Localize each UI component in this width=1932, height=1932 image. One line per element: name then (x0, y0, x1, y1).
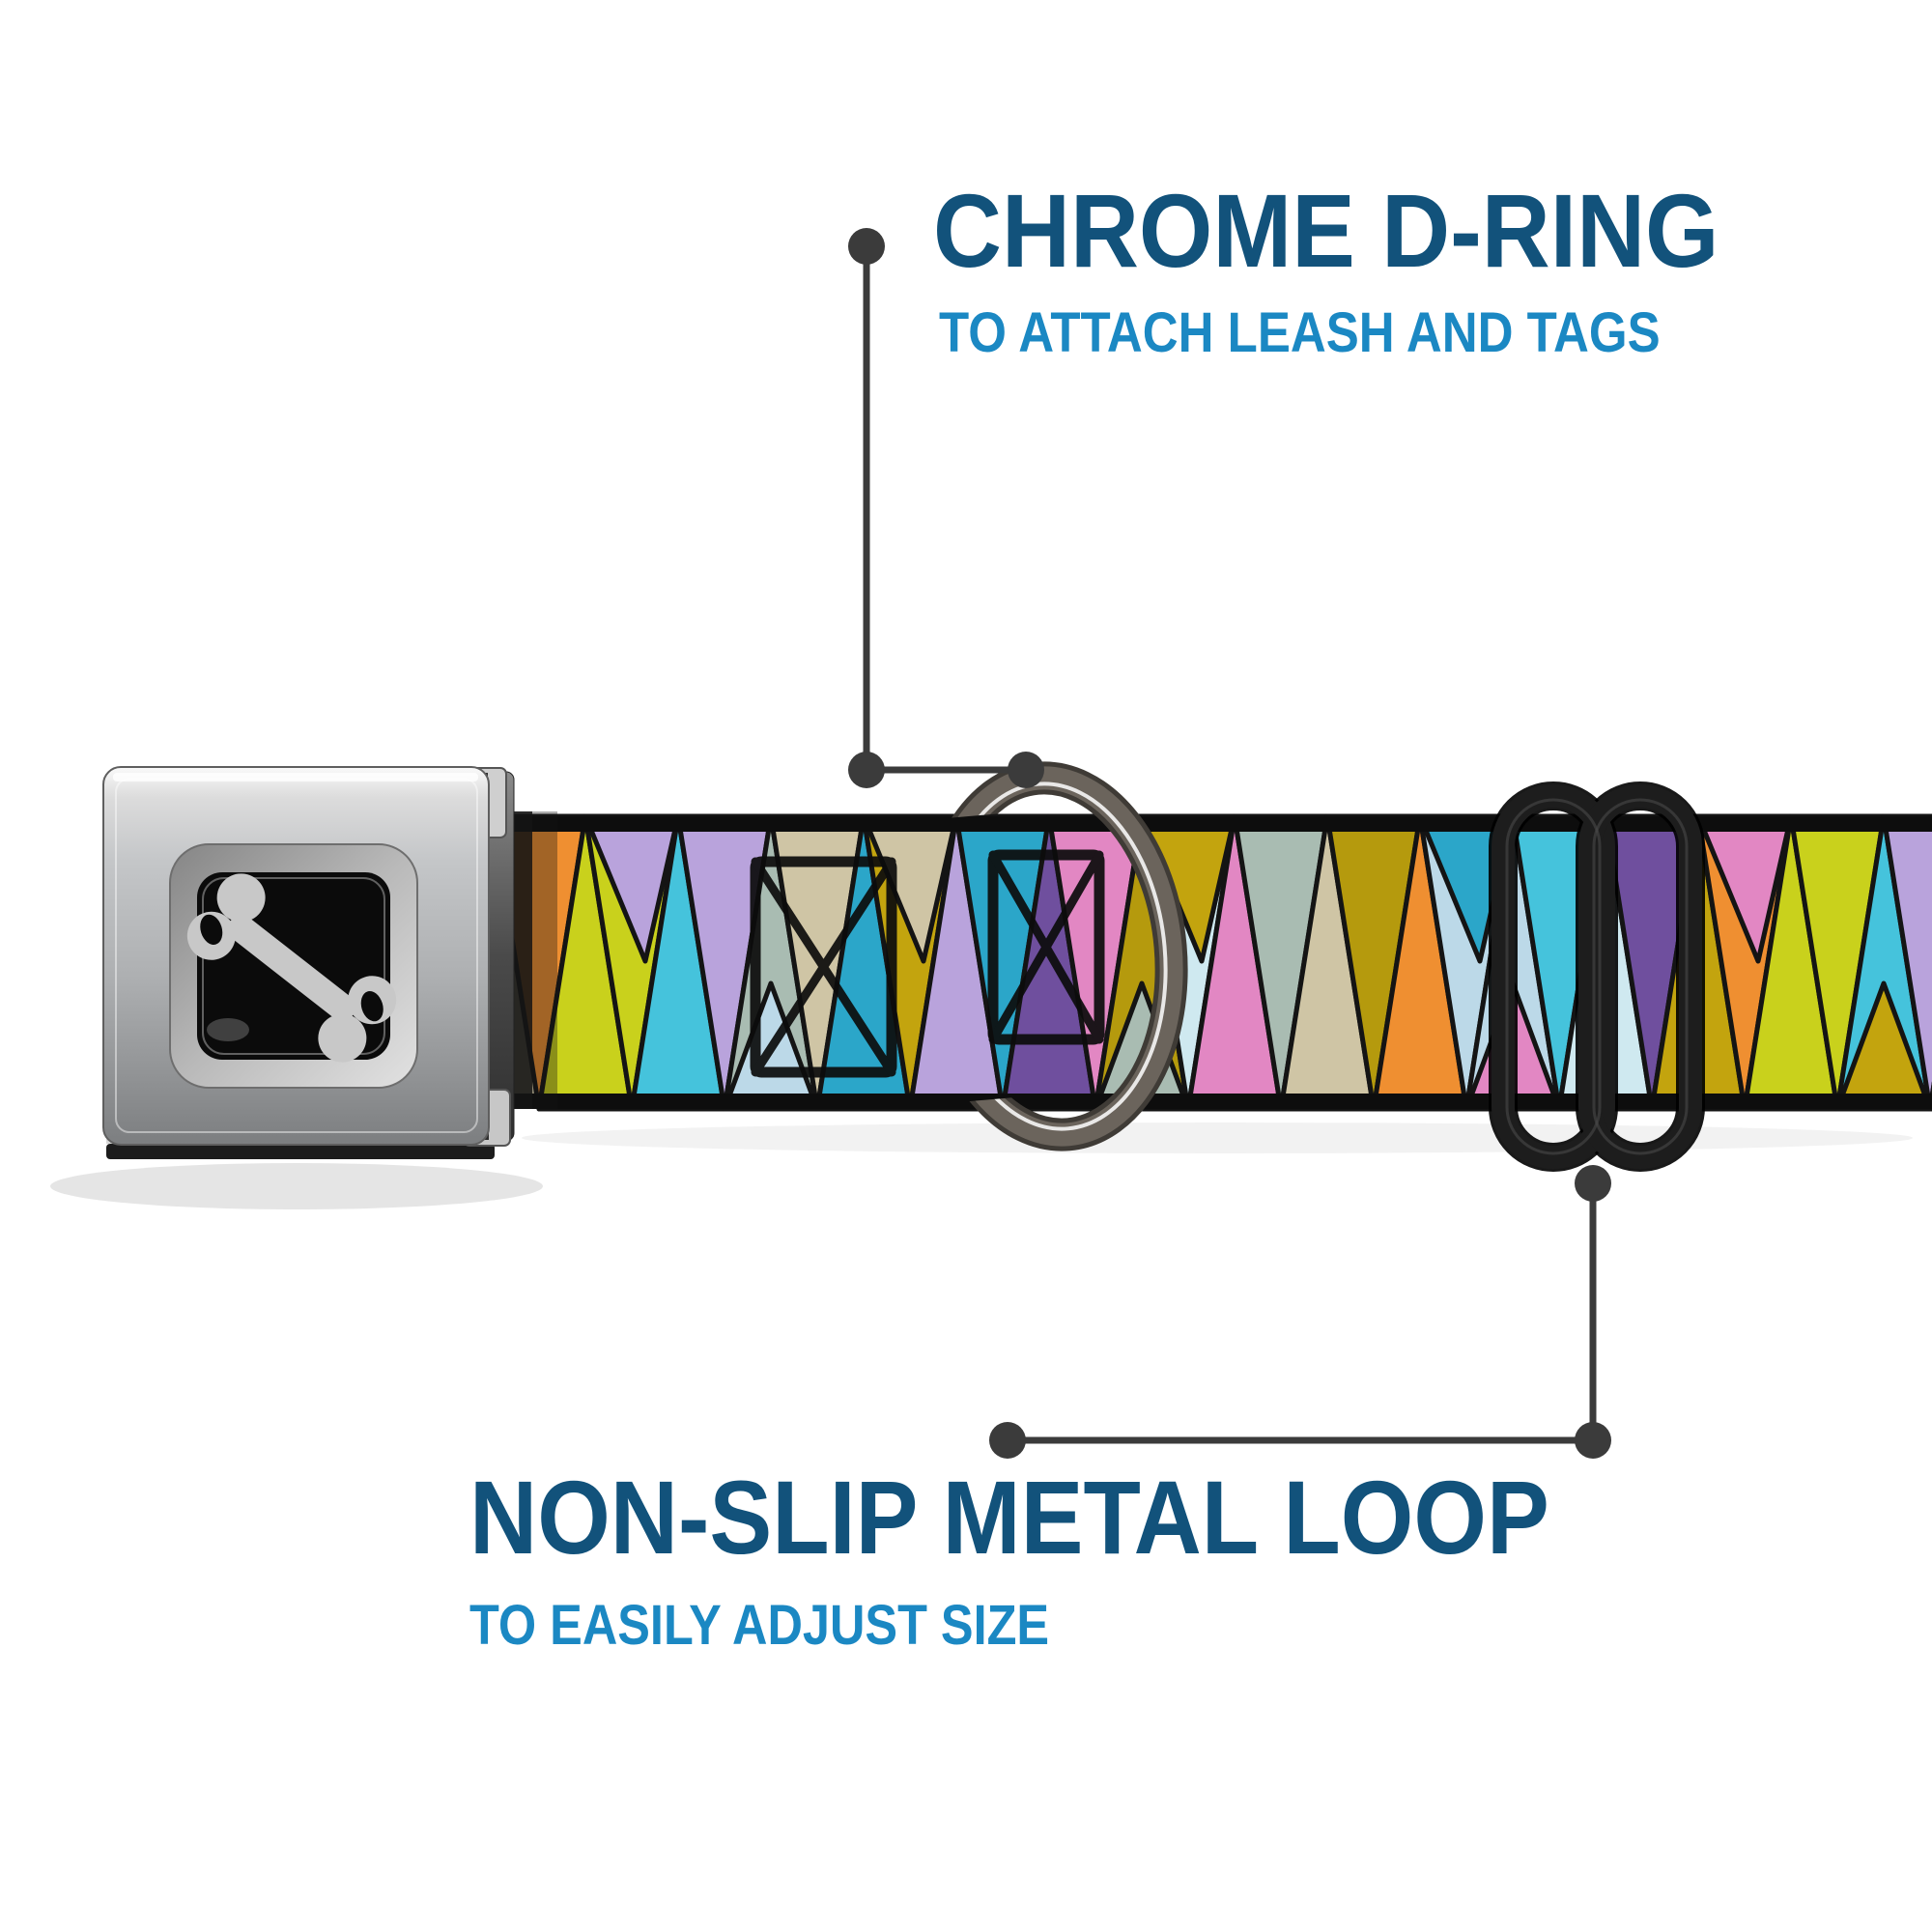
callout-dot (1575, 1422, 1611, 1459)
seatbelt-buckle (102, 766, 515, 1159)
top-callout-subtitle: TO ATTACH LEASH AND TAGS (939, 301, 1661, 364)
callout-top-connector (848, 228, 1044, 788)
callout-bottom-connector (989, 1165, 1611, 1459)
buckle-shadow (50, 1163, 543, 1209)
bone-icon (186, 873, 397, 1063)
belt-shadow (522, 1122, 1913, 1153)
callout-dot (848, 752, 885, 788)
belt-bottom-edge (493, 1094, 1932, 1109)
callout-dot (1008, 752, 1044, 788)
belt-strap (490, 811, 1932, 1112)
belt-mosaic-pattern (490, 813, 1932, 1112)
metal-loop-slider (1489, 781, 1705, 1172)
bottom-callout-title: NON-SLIP METAL LOOP (469, 1459, 1549, 1576)
bottom-callout-subtitle: TO EASILY ADJUST SIZE (469, 1594, 1050, 1657)
callout-dot (1575, 1165, 1611, 1202)
stitch-box-right (987, 849, 1105, 1045)
top-callout-title: CHROME D-RING (933, 172, 1719, 289)
callout-dot (848, 228, 885, 265)
belt-top-edge (493, 816, 1932, 832)
callout-dot (989, 1422, 1026, 1459)
stitch-box-left (750, 856, 897, 1078)
